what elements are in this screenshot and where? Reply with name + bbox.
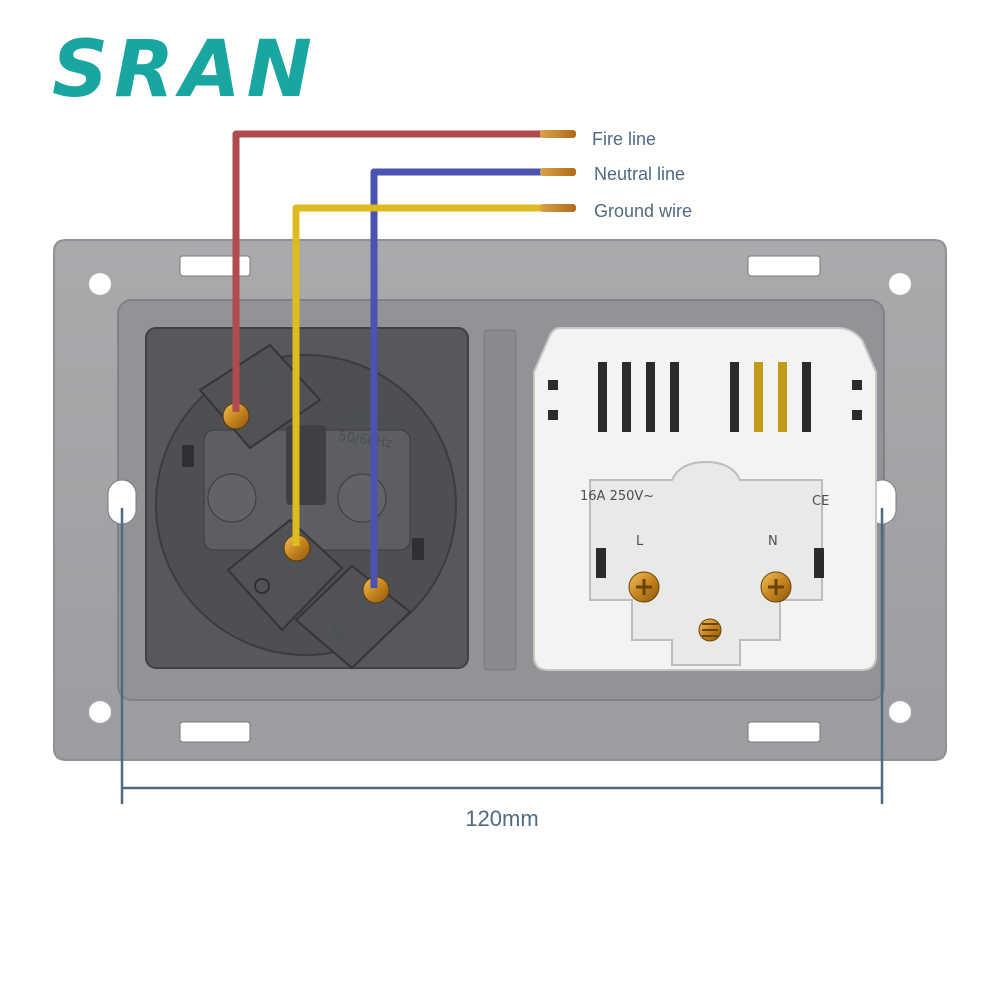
- screw-hole: [89, 273, 111, 295]
- wire-end: [540, 130, 576, 138]
- screw-hole: [89, 701, 111, 723]
- screw-hole: [889, 701, 911, 723]
- wire-neutral: [370, 168, 576, 588]
- vent-slots: [598, 362, 811, 432]
- terminal-screw-ground: [698, 618, 722, 642]
- brand-logo: SRAN: [52, 25, 318, 115]
- neutral-line-label: Neutral line: [594, 164, 685, 184]
- wire-fire: [232, 130, 576, 412]
- pin-hole: [337, 473, 387, 523]
- pin-hole: [207, 473, 257, 523]
- svg-text:N: N: [768, 534, 778, 549]
- ground-wire-label: Ground wire: [594, 201, 692, 221]
- svg-text:SRAN: SRAN: [52, 25, 318, 115]
- screw-hole: [889, 273, 911, 295]
- svg-text:L: L: [262, 371, 270, 386]
- left-socket: L N 16A/250~ 50/60Hz: [145, 327, 469, 670]
- fire-line-label: Fire line: [592, 129, 656, 149]
- wire-end: [540, 204, 576, 212]
- mounting-slot: [747, 721, 821, 743]
- right-socket: 16A 250V~ CE L N: [533, 327, 877, 671]
- svg-text:CE: CE: [812, 494, 829, 509]
- ground-symbol-icon: [254, 578, 270, 594]
- terminal-live: L: [198, 343, 322, 450]
- svg-text:N: N: [332, 627, 342, 642]
- terminal-screw-live: [628, 571, 660, 603]
- wire-end: [540, 168, 576, 176]
- center-divider: [483, 329, 517, 671]
- wire-ground: [292, 204, 576, 546]
- svg-text:16A 250V~: 16A 250V~: [580, 489, 654, 504]
- svg-text:50/60Hz: 50/60Hz: [337, 429, 393, 451]
- dimension-label: 120mm: [465, 806, 538, 831]
- mounting-slot: [747, 255, 821, 277]
- terminal-neutral: N: [294, 564, 412, 670]
- mounting-slot: [179, 721, 251, 743]
- terminal-ground: [226, 518, 344, 632]
- latch: [412, 538, 424, 560]
- latch: [182, 445, 194, 467]
- terminal-screw-neutral: [760, 571, 792, 603]
- svg-text:L: L: [636, 534, 644, 549]
- dimension-indicator: 120mm: [120, 508, 884, 831]
- ground-clip: [286, 425, 326, 505]
